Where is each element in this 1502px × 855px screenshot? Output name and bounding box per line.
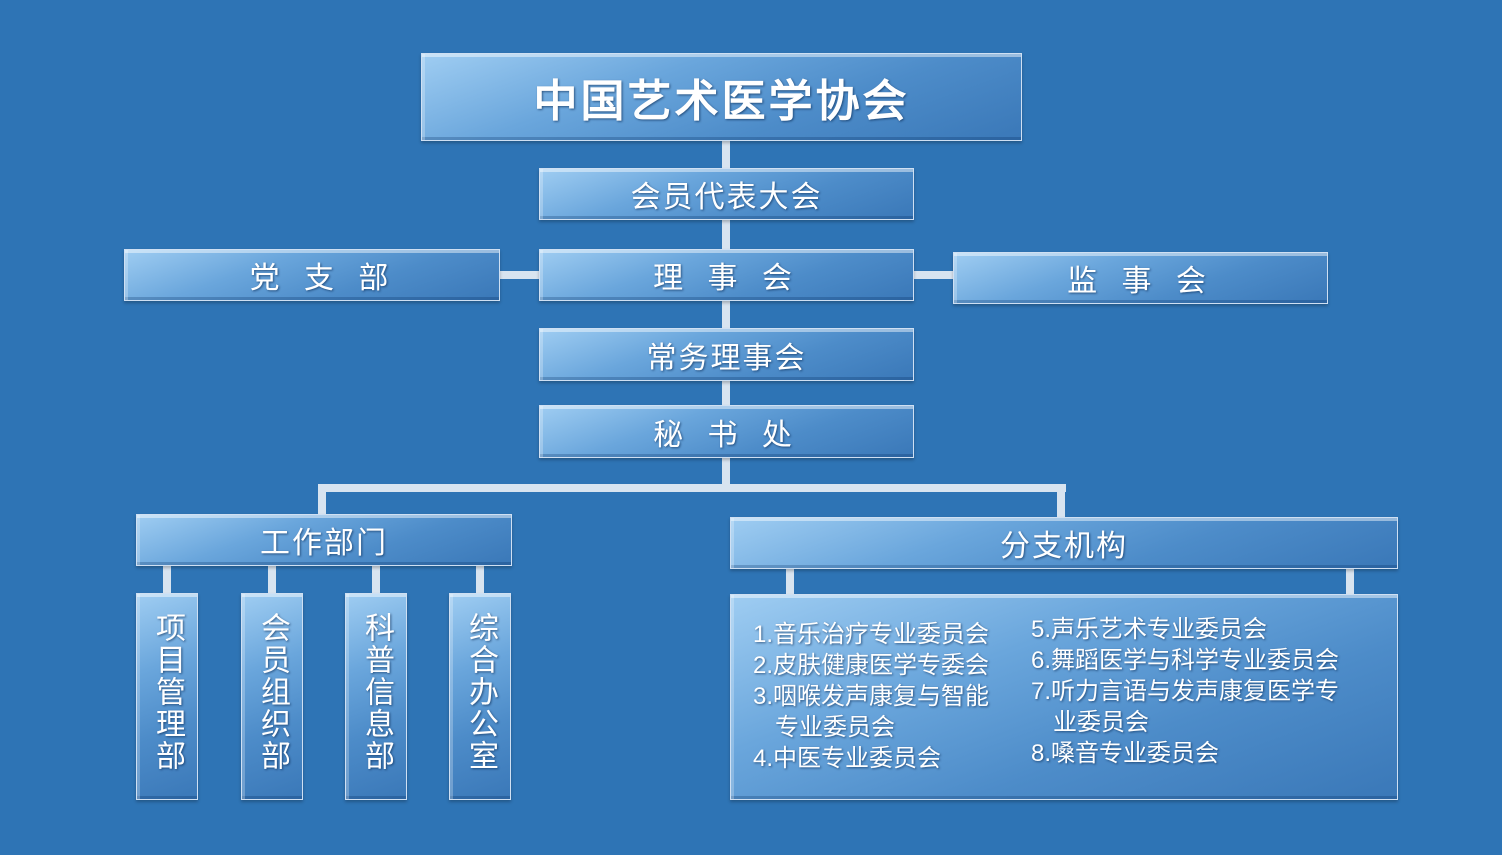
connector: [1346, 569, 1354, 595]
branch-item-continued: 业委员会: [1053, 709, 1149, 736]
department-node: 项目管理部: [136, 593, 198, 800]
branch-item: 7.听力言语与发声康复医学专: [1031, 678, 1340, 705]
branch-item: 6.舞蹈医学与科学专业委员会: [1031, 647, 1340, 674]
branch-item: 5.声乐艺术专业委员会: [1031, 616, 1268, 643]
connector: [318, 484, 326, 516]
connector: [476, 566, 484, 594]
department-node: 综合办公室: [449, 593, 511, 800]
branches-node: 分支机构: [730, 517, 1398, 569]
branch-list-node: 1.音乐治疗专业委员会 2.皮肤健康医学专委会 3.咽喉发声康复与智能 专业委员…: [730, 594, 1398, 800]
branch-item: 2.皮肤健康医学专委会: [753, 652, 990, 679]
secretariat-node: 秘 书 处: [539, 405, 914, 458]
branch-item: 1.音乐治疗专业委员会: [753, 621, 990, 648]
party-branch-node: 党 支 部: [124, 249, 500, 301]
connector: [914, 271, 954, 279]
connector: [722, 458, 730, 490]
department-node: 科普信息部: [345, 593, 407, 800]
branch-item: 4.中医专业委员会: [753, 745, 942, 772]
branch-list-right: 5.声乐艺术专业委员会 6.舞蹈医学与科学专业委员会 7.听力言语与发声康复医学…: [1031, 614, 1371, 769]
departments-node: 工作部门: [136, 514, 512, 566]
connector: [268, 566, 276, 594]
connector: [786, 569, 794, 595]
department-node: 会员组织部: [241, 593, 303, 800]
council-node: 理 事 会: [539, 249, 914, 301]
org-title-node: 中国艺术医学协会: [421, 53, 1022, 141]
branch-list-left: 1.音乐治疗专业委员会 2.皮肤健康医学专委会 3.咽喉发声康复与智能 专业委员…: [753, 619, 1031, 774]
supervisors-node: 监 事 会: [953, 252, 1328, 304]
connector: [163, 566, 171, 594]
branch-item: 3.咽喉发声康复与智能: [753, 683, 990, 710]
branch-item: 8.嗓音专业委员会: [1031, 740, 1220, 767]
standing-council-node: 常务理事会: [539, 328, 914, 381]
connector: [500, 271, 540, 279]
connector: [318, 484, 1066, 492]
congress-node: 会员代表大会: [539, 168, 914, 220]
connector: [1057, 484, 1065, 518]
connector: [372, 566, 380, 594]
branch-item-continued: 专业委员会: [775, 714, 895, 741]
